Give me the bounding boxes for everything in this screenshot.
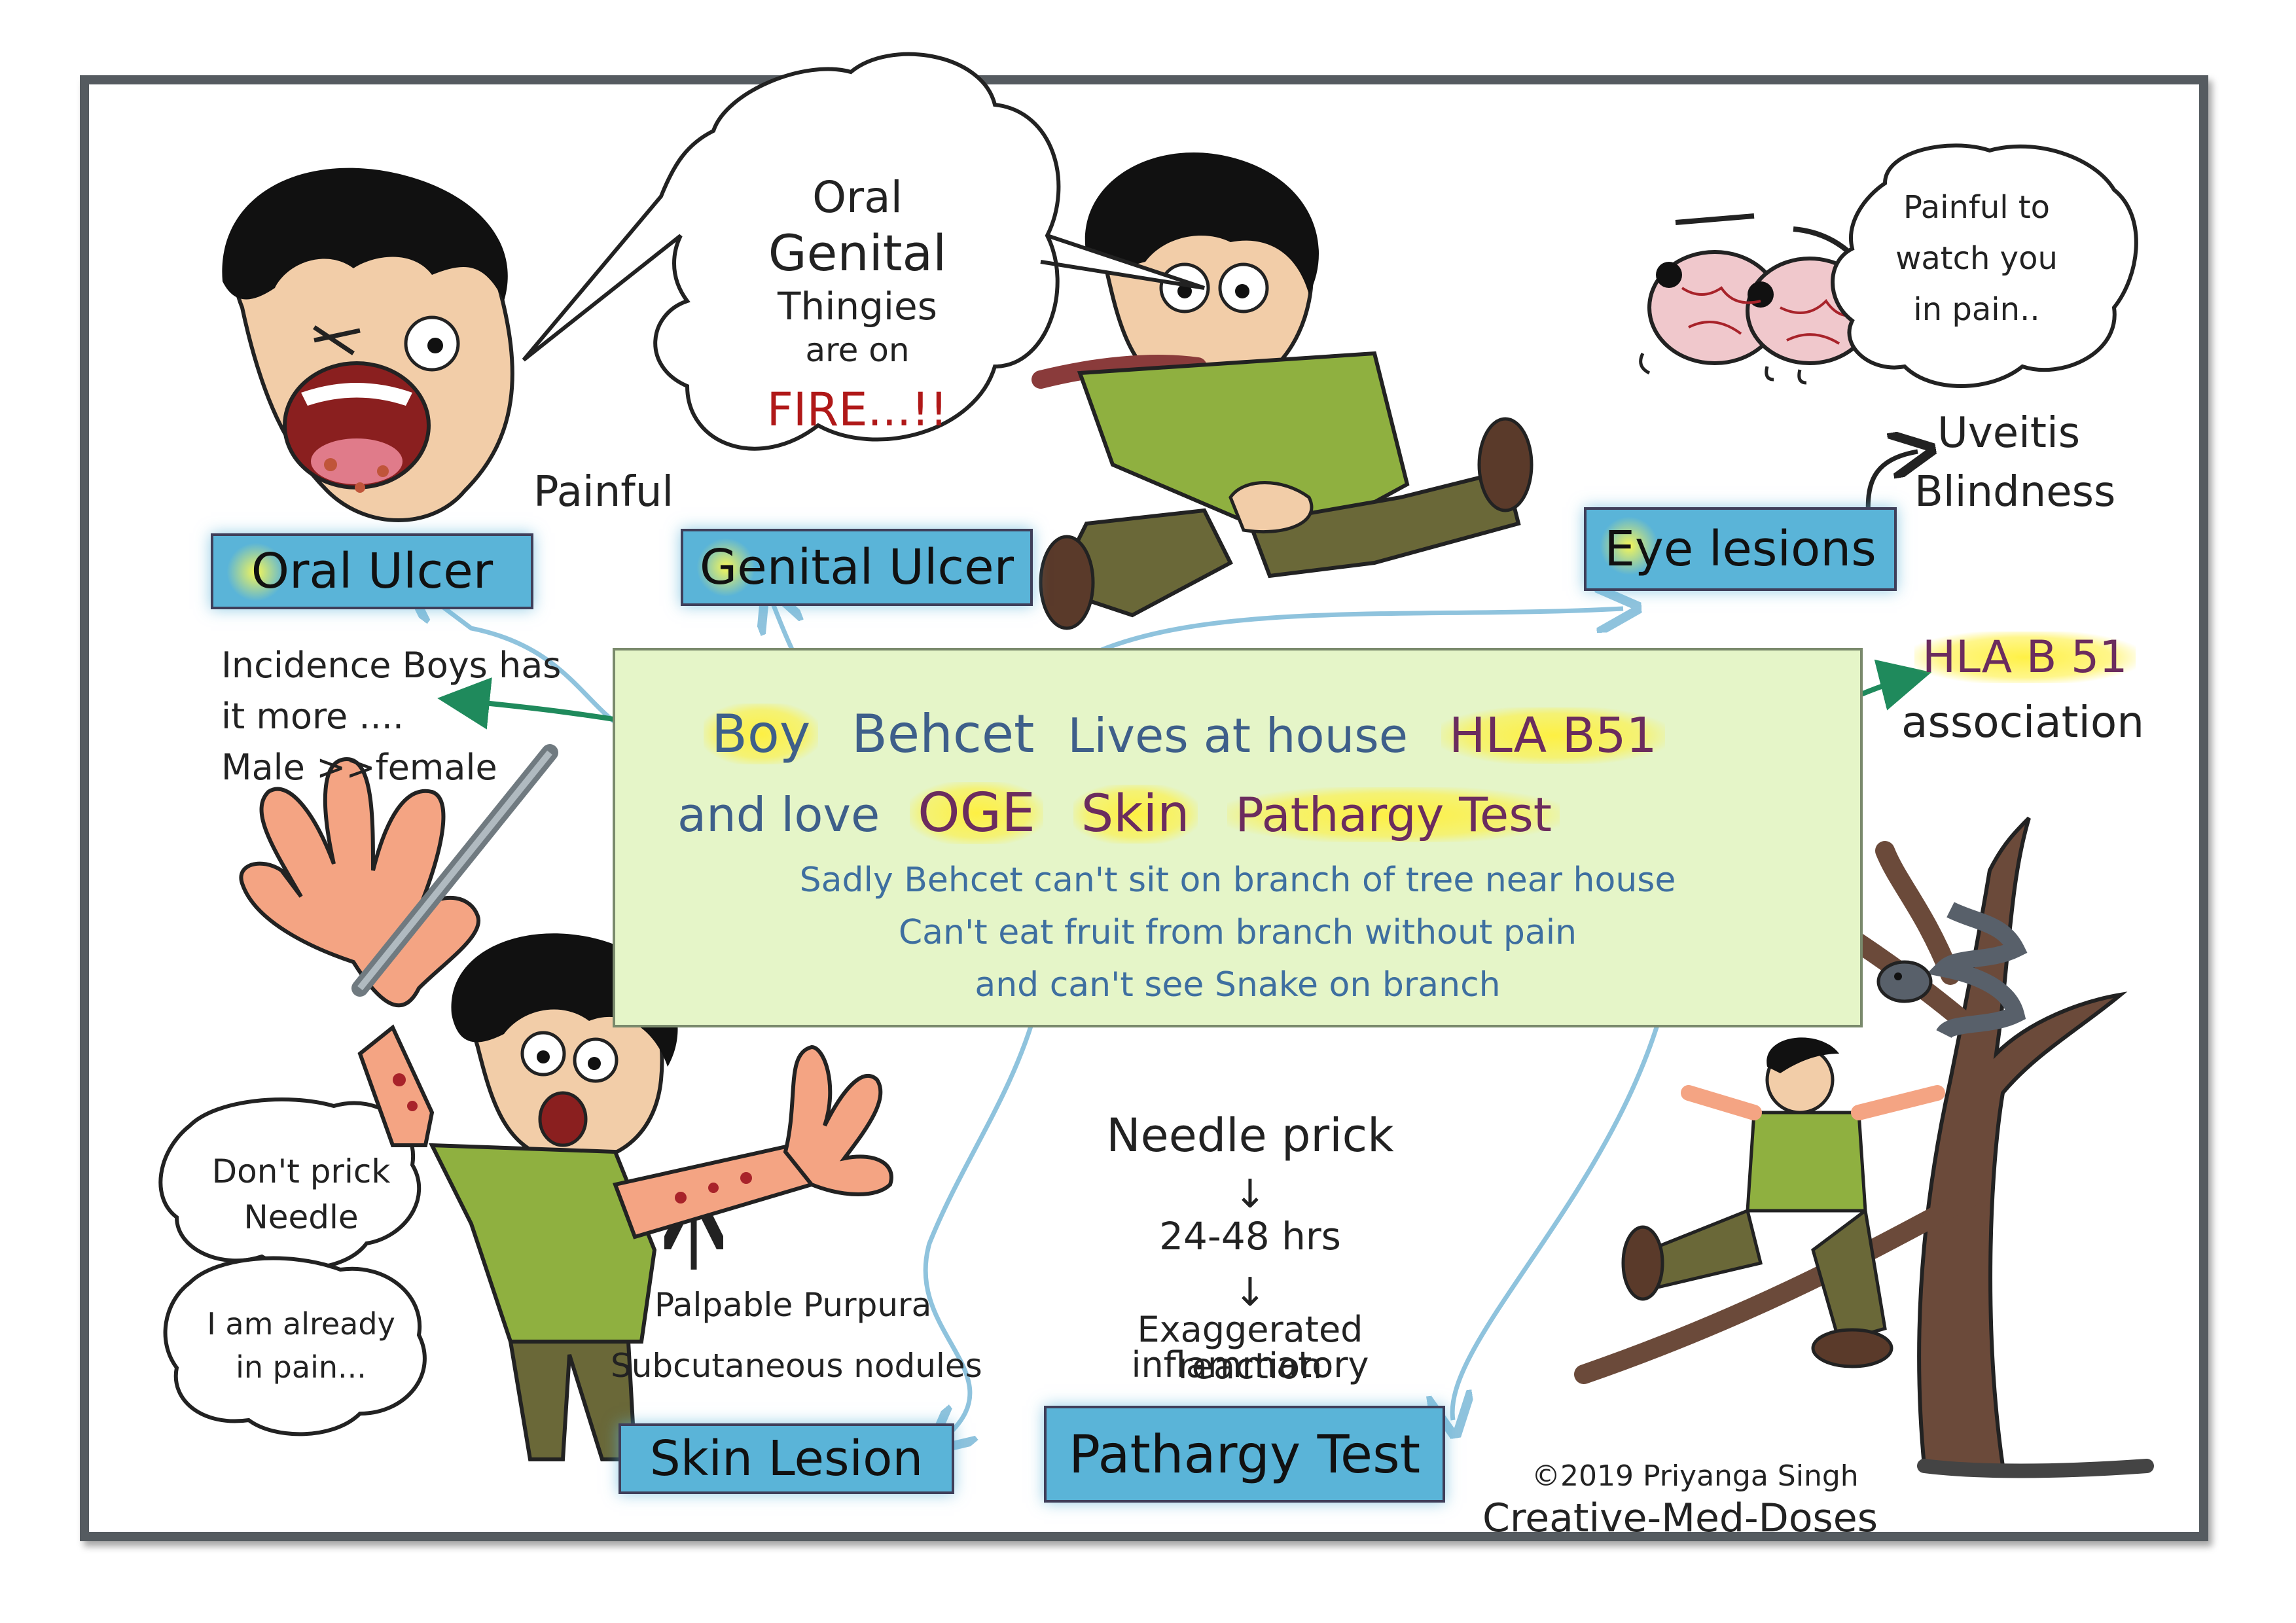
oral-ulcer-label: Oral Ulcer [211, 533, 533, 609]
genital-ulcer-text: Genital Ulcer [699, 539, 1014, 596]
speech-thingies: Thingies [778, 284, 937, 329]
skin-lesion-text: Skin Lesion [649, 1431, 924, 1487]
oral-genital-bubble-text: Oral Genital Thingies are on FIRE...!! [720, 171, 995, 449]
mnemonic-boy: Boy [704, 704, 819, 764]
speech-are-on: are on [805, 331, 910, 369]
speech-genital: Genital [768, 224, 947, 282]
tree-snake-boy [1574, 812, 2154, 1478]
mnemonic-line-2: and love OGE Skin Pathargy Test [677, 782, 1560, 844]
mnemonic-line-4: Can't eat fruit from branch without pain [898, 913, 1577, 952]
mnemonic-story: Sadly Behcet can't sit on branch of tree… [613, 854, 1863, 1011]
mnemonic-lives: Lives at house [1067, 708, 1408, 763]
incidence-line-2: it more .... [221, 696, 404, 737]
oral-ulcer-character [222, 168, 514, 522]
hla-note-line-1: HLA B 51 [1914, 632, 2136, 683]
oral-genital-speech-bubble [522, 52, 1205, 451]
highlight-glow [226, 543, 285, 601]
speech-painful-3: in pain.. [1913, 291, 2040, 328]
blindness-note: Blindness [1914, 468, 2116, 516]
exaggerated-step-1: Exaggerated inflammatory [1131, 1309, 1369, 1385]
brand-text: Creative-Med-Doses [1482, 1495, 1878, 1541]
needle-prick-step: Needle prick [1106, 1109, 1394, 1162]
needle-hand [239, 744, 558, 1147]
dont-prick-bubble-text: Don't prick Needle [190, 1149, 412, 1240]
mnemonic-behcet: Behcet [852, 704, 1035, 764]
mnemonic-and-love: and love [677, 787, 880, 842]
eye-lesions-label: Eye lesions [1584, 507, 1897, 591]
pathargy-test-label: Pathargy Test [1044, 1406, 1445, 1503]
speech-painful-2: watch you [1895, 240, 2058, 277]
hla-note-line-2: association [1901, 697, 2145, 747]
speech-fire: FIRE...!! [766, 383, 948, 437]
speech-already-2: in pain... [236, 1349, 367, 1385]
subcutaneous-nodules-note: Subcutaneous nodules [611, 1347, 982, 1385]
incidence-line-3: Male >>female [221, 747, 497, 788]
dont-prick-speech-bubble [158, 1097, 422, 1270]
oral-ulcer-text: Oral Ulcer [251, 543, 493, 599]
mnemonic-line-5: and can't see Snake on branch [975, 965, 1501, 1005]
mnemonic-pathargy: Pathargy Test [1227, 787, 1560, 842]
highlight-glow [696, 538, 755, 597]
palpable-purpura-note: Palpable Purpura [655, 1286, 932, 1324]
painful-note: Painful [533, 468, 674, 516]
already-pain-bubble-text: I am already in pain... [190, 1302, 412, 1389]
speech-dont-prick-1: Don't prick [211, 1152, 391, 1190]
genital-ulcer-label: Genital Ulcer [681, 529, 1033, 606]
incidence-line-1: Incidence Boys has [221, 645, 562, 686]
copyright-text: ©2019 Priyanga Singh [1532, 1459, 1859, 1493]
speech-oral: Oral [812, 172, 903, 223]
arrow-to-uveitis [1865, 452, 1918, 518]
hla-note: HLA B 51 [1914, 632, 2136, 683]
already-pain-speech-bubble [163, 1256, 427, 1436]
mnemonic-skin: Skin [1073, 785, 1198, 844]
speech-already-1: I am already [207, 1306, 395, 1342]
uveitis-note: Uveitis [1937, 409, 2081, 457]
highlight-glow [1600, 516, 1659, 575]
mnemonic-line-1: Boy Behcet Lives at house HLA B51 [704, 704, 1665, 764]
eye-lesions-text: Eye lesions [1604, 521, 1876, 577]
painful-watch-speech-bubble [1831, 143, 2138, 388]
hours-step: 24-48 hrs [1159, 1214, 1341, 1258]
pathargy-test-text: Pathargy Test [1068, 1423, 1421, 1485]
down-arrow-icon: ↓ [1233, 1171, 1267, 1217]
down-arrow-icon: ↓ [1233, 1270, 1267, 1315]
mnemonic-oge: OGE [910, 782, 1043, 844]
pathargy-steps: Needle prick ↓ 24-48 hrs ↓ Exaggerated i… [1021, 1113, 1479, 1385]
skin-lesion-label: Skin Lesion [619, 1423, 954, 1494]
mnemonic-line-3: Sadly Behcet can't sit on branch of tree… [799, 861, 1676, 900]
incidence-note: Incidence Boys has it more .... Male >>f… [221, 640, 561, 793]
mnemonic-hla: HLA B51 [1441, 707, 1665, 764]
genital-ulcer-character [1031, 152, 1534, 630]
painful-watch-bubble-text: Painful to watch you in pain.. [1872, 182, 2081, 335]
exaggerated-step-2: reaction [1177, 1346, 1323, 1387]
speech-dont-prick-2: Needle [243, 1198, 359, 1236]
speech-painful-1: Painful to [1903, 189, 2051, 226]
